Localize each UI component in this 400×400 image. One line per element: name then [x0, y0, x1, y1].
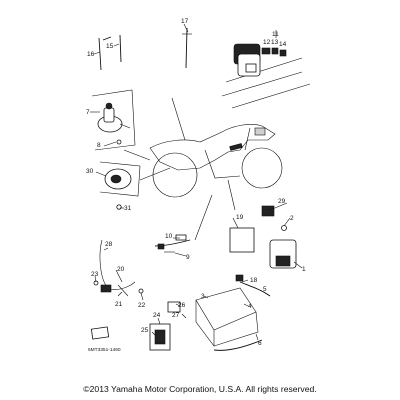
callout-7: 7 — [86, 109, 90, 116]
callout-22: 22 — [138, 302, 146, 309]
callout-17: 17 — [181, 18, 189, 25]
callout-28: 28 — [105, 241, 113, 248]
callout-14: 14 — [279, 41, 287, 48]
main-switch-assembly — [91, 89, 136, 151]
callout-13: 13 — [271, 39, 279, 46]
copyright-notice: ©2013 Yamaha Motor Corporation, U.S.A. A… — [83, 384, 317, 394]
callout-8: 8 — [97, 142, 101, 149]
callout-19: 19 — [236, 214, 244, 221]
callout-24: 24 — [153, 312, 161, 319]
sidestand-switch-assembly — [93, 239, 144, 297]
ecu-unit-assembly — [221, 43, 311, 109]
sensor-assembly — [154, 234, 191, 253]
callout-12: 12 — [263, 39, 271, 46]
leader-lines — [90, 23, 303, 341]
clamp-bands — [98, 27, 192, 71]
callout-4: 4 — [248, 303, 252, 310]
callout-6: 6 — [258, 340, 262, 347]
motorcycle-silhouette — [149, 124, 283, 198]
callout-16: 16 — [87, 51, 95, 58]
callout-29: 29 — [278, 198, 286, 205]
horn-assembly — [99, 161, 141, 210]
callout-27: 27 — [172, 312, 180, 319]
callout-3: 3 — [201, 293, 205, 300]
small-bracket — [90, 326, 110, 340]
starter-relay-assembly — [229, 205, 297, 269]
callout-31: 31 — [124, 205, 132, 212]
callout-10: 10 — [165, 233, 173, 240]
callout-9: 9 — [186, 254, 190, 261]
callout-30: 30 — [86, 168, 94, 175]
callout-25: 25 — [141, 327, 149, 334]
callout-5: 5 — [263, 286, 267, 293]
callout-2: 2 — [290, 215, 294, 222]
callout-1: 1 — [302, 266, 306, 273]
callout-26: 26 — [178, 302, 186, 309]
diagram-code: 5MT3351-1460 — [88, 347, 121, 353]
callout-11: 11 — [272, 31, 279, 38]
callout-18: 18 — [250, 277, 258, 284]
callout-21: 21 — [115, 301, 123, 308]
battery-assembly — [149, 274, 271, 351]
callout-20: 20 — [117, 266, 125, 273]
callout-23: 23 — [91, 271, 99, 278]
callout-numbers: 17 16 15 11 12 13 14 7 8 30 31 10 9 19 2… — [86, 18, 306, 347]
callout-15: 15 — [106, 43, 114, 50]
